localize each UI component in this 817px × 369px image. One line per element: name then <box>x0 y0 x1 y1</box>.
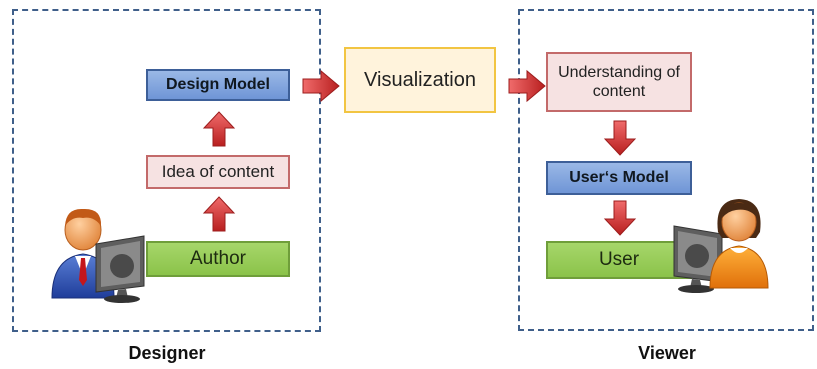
user-box: User <box>546 241 692 279</box>
viewer-label: Viewer <box>638 343 696 363</box>
monitor-icon <box>673 225 723 293</box>
arrow-right-icon <box>302 69 340 103</box>
design-model-box: Design Model <box>146 69 290 101</box>
designer-label: Designer <box>128 343 206 363</box>
author-box: Author <box>146 241 290 277</box>
arrow-right-icon <box>508 69 546 103</box>
understanding-box: Understanding of content <box>546 52 692 112</box>
viewer-group <box>518 9 814 331</box>
arrow-down-icon <box>603 120 637 156</box>
viewer-person-icon <box>709 199 769 289</box>
idea-of-content-box: Idea of content <box>146 155 290 189</box>
designer-group <box>12 9 321 332</box>
arrow-up-icon <box>202 196 236 232</box>
visualization-box: Visualization <box>344 47 496 113</box>
arrow-down-icon <box>603 200 637 236</box>
arrow-up-icon <box>202 111 236 147</box>
users-model-box: User‘s Model <box>546 161 692 195</box>
monitor-icon <box>95 235 145 303</box>
